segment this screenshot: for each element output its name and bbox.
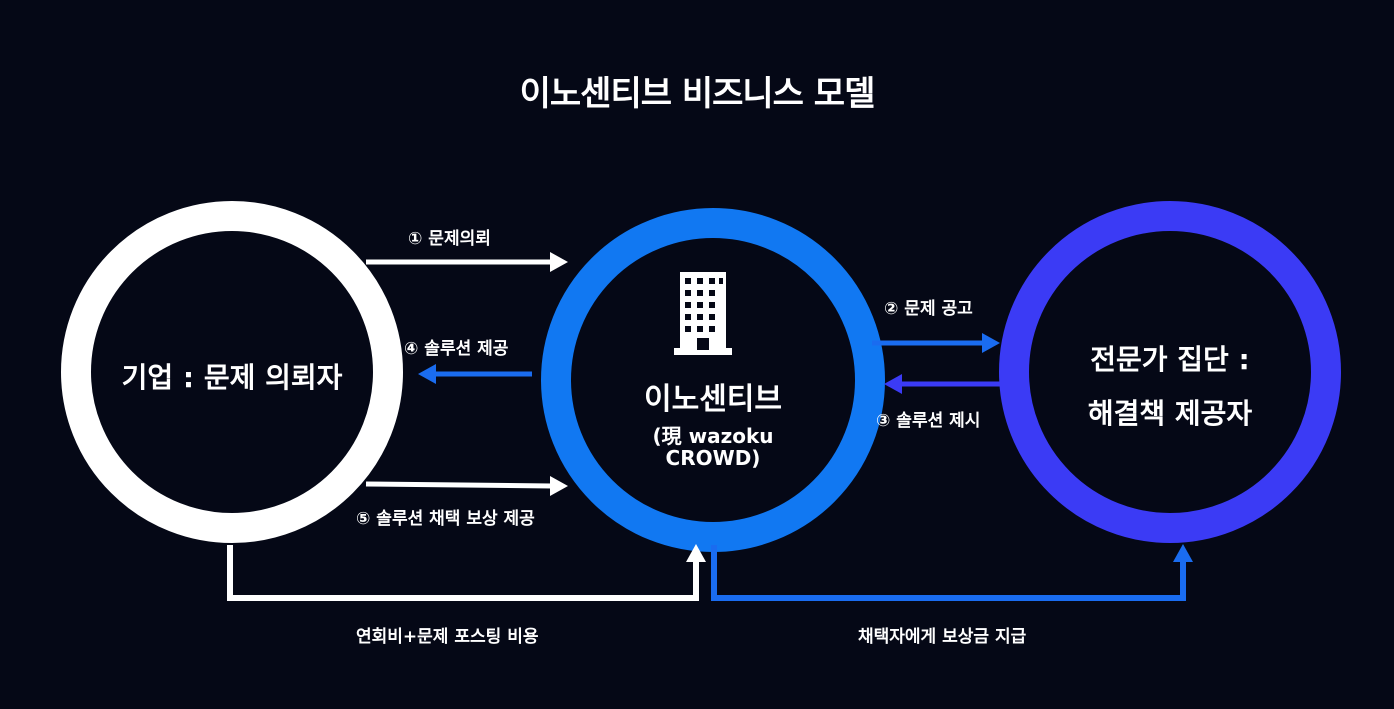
client-label: 기업 : 문제 의뢰자: [121, 361, 343, 394]
arrow-request: [366, 252, 568, 272]
fee-flow-line: [227, 544, 706, 601]
innocentive-node: [541, 208, 885, 552]
innocentive-label: 이노센티브: [644, 382, 782, 417]
edge-label-announce: ② 문제 공고: [884, 299, 973, 319]
edge-label-reward: 채택자에게 보상금 지급: [858, 627, 1027, 647]
experts-label-2: 해결책 제공자: [1087, 397, 1253, 430]
innocentive-sublabel-1: (現 wazoku: [652, 424, 774, 448]
edge-label-fee: 연회비+문제 포스팅 비용: [356, 627, 539, 647]
innocentive-sublabel-2: CROWD): [665, 446, 761, 470]
client-node: [61, 201, 403, 543]
building-icon: [674, 272, 732, 355]
edge-label-solution-provide: ④ 솔루션 제공: [404, 339, 509, 359]
experts-label-1: 전문가 집단 :: [1090, 343, 1250, 376]
reward-flow-line: [711, 544, 1193, 601]
experts-node: [999, 201, 1341, 543]
edge-label-request: ① 문제의뢰: [408, 229, 491, 249]
arrow-reward-provide: [365, 476, 568, 496]
arrow-solution-submit: [884, 374, 1000, 394]
arrow-solution-provide: [418, 364, 532, 384]
arrow-announce: [872, 333, 1000, 353]
edge-label-solution-submit: ③ 솔루션 제시: [876, 411, 981, 431]
edge-label-reward-provide: ⑤ 솔루션 채택 보상 제공: [356, 509, 535, 529]
diagram-title: 이노센티브 비즈니스 모델: [519, 74, 876, 114]
